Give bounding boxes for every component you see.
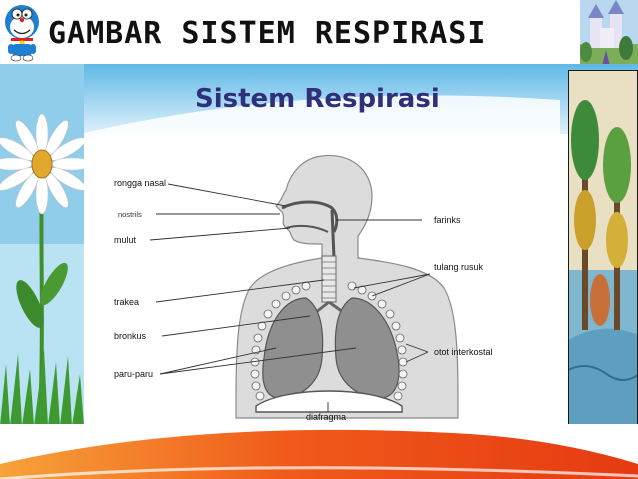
castle-fairytale-picture (580, 0, 638, 66)
respiratory-system-diagram: rongga nasal nostrils mulut farinks tula… (110, 148, 550, 424)
label-farinks: farinks (434, 215, 461, 225)
label-otot-interkostal: otot interkostal (434, 347, 493, 357)
painted-trees-illustration (568, 70, 638, 426)
daisy-flower-illustration (0, 64, 84, 426)
label-tulang-rusuk: tulang rusuk (434, 262, 484, 272)
label-diafragma: diafragma (306, 412, 346, 422)
label-mulut: mulut (114, 235, 137, 245)
slide-title: GAMBAR SISTEM RESPIRASI (48, 16, 486, 51)
diagram-title: Sistem Respirasi (195, 84, 440, 114)
label-bronkus: bronkus (114, 331, 147, 341)
label-nostrils: nostrils (118, 210, 142, 219)
orange-swoosh-band (0, 424, 638, 479)
label-trakea: trakea (114, 297, 139, 307)
label-rongga-nasal: rongga nasal (114, 178, 166, 188)
cartoon-robot-cat-icon (0, 0, 44, 62)
trachea (322, 256, 336, 302)
pharynx (332, 210, 334, 258)
label-paru-paru: paru-paru (114, 369, 153, 379)
